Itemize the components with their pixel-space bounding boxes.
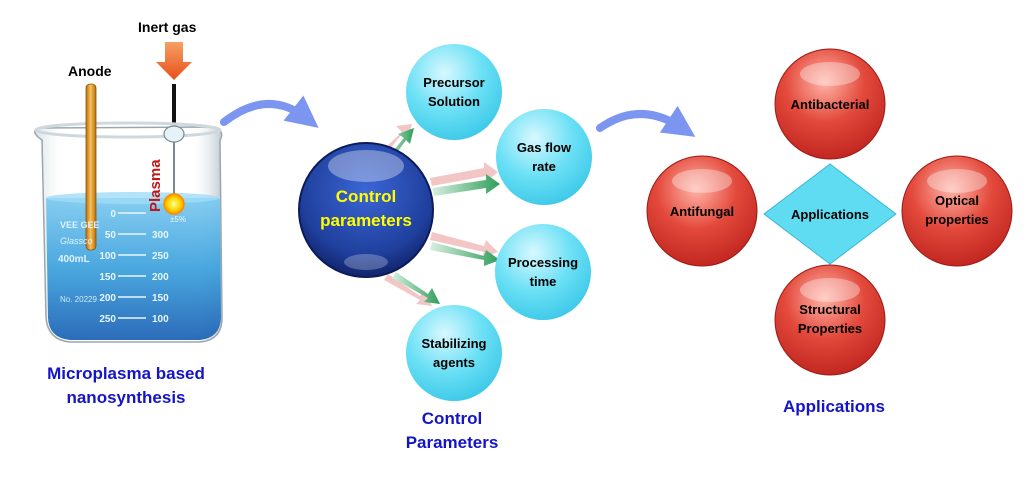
app-node-antibacterial: Antibacterial — [774, 48, 886, 160]
app-node-structural: Structural Properties — [774, 264, 886, 376]
control-node-label-1: Precursor — [423, 75, 484, 90]
control-node-label-2b: rate — [532, 159, 556, 174]
control-parameters-group: Control parameters Precursor Solution Ga… — [298, 44, 592, 452]
gas-inlet-arrow-icon — [156, 42, 192, 80]
control-center-line1: Control — [336, 187, 396, 206]
control-node-label-1b: Solution — [428, 94, 480, 109]
scale-left-label: 150 — [99, 272, 116, 283]
control-node-stabilizing: Stabilizing agents — [406, 305, 502, 401]
anode-label: Anode — [68, 63, 112, 79]
control-node-label-2: Gas flow — [517, 140, 572, 155]
control-node-processing: Processing time — [495, 224, 591, 320]
control-node-label-4b: agents — [433, 355, 475, 370]
flow-arrow-2-icon — [596, 105, 696, 137]
control-node-gas-flow: Gas flow rate — [496, 109, 592, 205]
scale-right-label: 100 — [152, 314, 169, 325]
app-node-label-4: Antifungal — [670, 204, 734, 219]
beaker-caption-line2: nanosynthesis — [66, 388, 185, 407]
control-node-label-4: Stabilizing — [422, 336, 487, 351]
applications-caption: Applications — [783, 397, 885, 416]
scale-left-label: 250 — [99, 314, 116, 325]
beaker-capacity: 400mL — [58, 254, 90, 265]
app-node-label-3b: Properties — [798, 321, 862, 336]
control-caption-line2: Parameters — [406, 433, 499, 452]
inert-gas-label: Inert gas — [138, 19, 197, 35]
plasma-label: Plasma — [147, 159, 164, 212]
scale-right-label: 150 — [152, 293, 169, 304]
beaker-scale-left: 0 50 100 150 200 250 — [99, 209, 146, 325]
plasma-glow — [163, 193, 185, 215]
beaker-group: Inert gas Anode Plasma VEE GEE Glassco 4… — [34, 19, 223, 407]
app-node-label-3: Structural — [799, 302, 860, 317]
beaker-tolerance: ±5% — [170, 215, 186, 224]
anode-rod — [85, 83, 97, 251]
control-node-label-3: Processing — [508, 255, 578, 270]
app-node-optical: Optical properties — [901, 155, 1013, 267]
beaker-brand: VEE GEE — [60, 220, 100, 230]
beaker-scale-right: 300 250 200 150 100 — [152, 230, 169, 325]
control-node-precursor: Precursor Solution — [406, 44, 502, 140]
app-node-antifungal: Antifungal — [646, 155, 758, 267]
control-node-label-3b: time — [530, 274, 557, 289]
scale-left-label: 0 — [110, 209, 116, 220]
applications-center-node: Applications — [763, 163, 897, 265]
app-node-label-2: Optical — [935, 193, 979, 208]
app-node-label-2b: properties — [925, 212, 989, 227]
beaker-caption-line1: Microplasma based — [47, 364, 205, 383]
control-center-node: Control parameters — [298, 142, 434, 278]
scale-right-label: 300 — [152, 230, 169, 241]
beaker-brand-sub: Glassco — [60, 236, 93, 246]
scale-left-label: 100 — [99, 251, 116, 262]
scale-left-label: 50 — [105, 230, 117, 241]
scale-right-label: 200 — [152, 272, 169, 283]
applications-center-label: Applications — [791, 207, 869, 222]
app-node-label-1: Antibacterial — [791, 97, 870, 112]
scale-left-label: 200 — [99, 293, 116, 304]
flow-arrow-1-icon — [220, 95, 319, 128]
beaker-catalog: No. 20229 — [60, 295, 97, 304]
applications-group: Applications Antibacterial Optical prope… — [646, 48, 1013, 416]
control-caption-line1: Control — [422, 409, 482, 428]
scale-right-label: 250 — [152, 251, 169, 262]
control-center-line2: parameters — [320, 211, 412, 230]
